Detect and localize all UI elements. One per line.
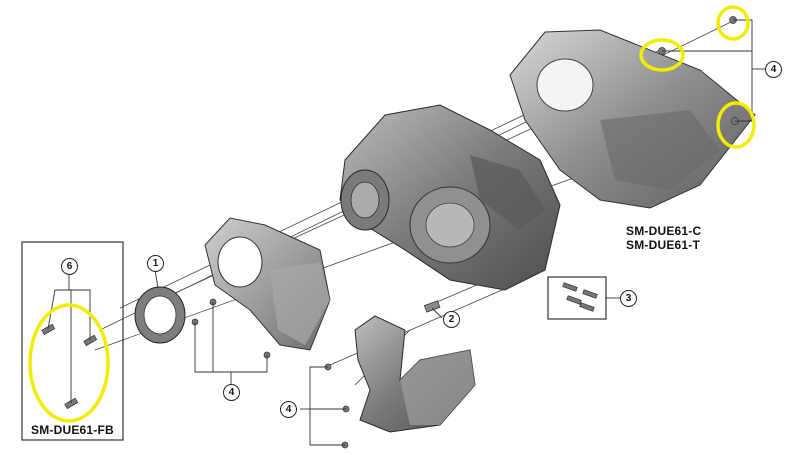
bolt-set — [562, 282, 598, 312]
highlight-marks — [28, 5, 756, 423]
mounting-plate — [204, 217, 331, 351]
outer-cover — [509, 29, 756, 209]
callout-4-plate: 4 — [223, 384, 240, 401]
drive-unit — [339, 104, 561, 291]
bolt-set-box — [547, 276, 607, 320]
fb-box — [21, 241, 124, 441]
lockring — [134, 286, 186, 344]
lower-cover — [354, 315, 476, 433]
pin-part — [423, 300, 441, 313]
lower-cover-screws — [324, 363, 350, 449]
plate-crank-hole — [217, 236, 263, 288]
leader-lines — [47, 19, 765, 446]
callout-4-cover: 4 — [765, 61, 782, 78]
model-label-t: SM-DUE61-T — [626, 238, 701, 252]
highlight-screw-top — [716, 5, 750, 41]
highlight-screw-upper — [639, 38, 685, 72]
highlight-screw-lower — [716, 101, 756, 149]
callout-6: 6 — [61, 258, 78, 275]
cover-crank-hole — [536, 58, 594, 112]
callout-3: 3 — [620, 290, 637, 307]
callout-1: 1 — [147, 255, 164, 272]
fb-screws — [41, 323, 98, 410]
callout-4-lower: 4 — [280, 401, 297, 418]
callout-2: 2 — [443, 311, 460, 328]
model-label-c: SM-DUE61-C — [626, 224, 702, 238]
model-label-fb: SM-DUE61-FB — [31, 423, 114, 437]
highlight-fb-screws — [28, 303, 110, 423]
